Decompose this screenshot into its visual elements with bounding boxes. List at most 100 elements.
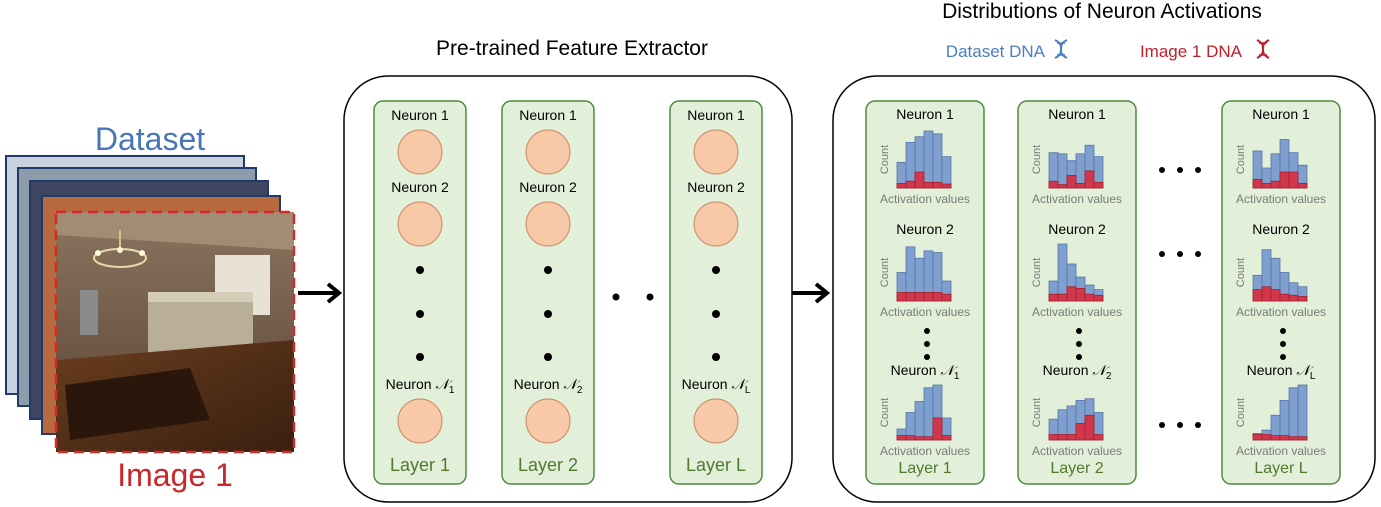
neuron-label: Neuron 2 — [1252, 221, 1310, 237]
image-bar — [1048, 434, 1059, 441]
ellipsis-dot — [1280, 328, 1286, 334]
layer-column — [669, 100, 763, 485]
neuron-label: Neuron 2 — [391, 179, 449, 195]
image-bar — [1288, 436, 1299, 441]
image-bar — [1252, 434, 1263, 441]
image-bar — [1252, 179, 1263, 189]
ellipsis-row-3 — [1159, 422, 1201, 428]
dataset-bar — [1057, 153, 1068, 189]
dataset-bar — [1279, 399, 1290, 441]
arrow-to-extractor — [298, 282, 343, 304]
image-bar — [1270, 435, 1281, 441]
x-axis-label: Activation values — [880, 444, 970, 458]
neuron-label: Neuron 1 — [687, 107, 745, 123]
image-bar — [1084, 293, 1095, 302]
neuron-label: Neuron 2 — [519, 179, 577, 195]
dna-icon — [1054, 39, 1068, 59]
y-axis-label: Count — [1031, 145, 1043, 174]
ellipsis-dot — [544, 310, 552, 318]
layer-label: Layer 1 — [898, 460, 951, 477]
image-bar — [1261, 286, 1272, 302]
image-bar — [923, 436, 934, 441]
image-bar — [1066, 175, 1077, 189]
image-bar — [1279, 171, 1290, 189]
layer-label: Layer 1 — [390, 455, 450, 475]
image-bar — [1252, 289, 1263, 302]
image-bar — [896, 435, 907, 441]
image-bar — [1075, 288, 1086, 302]
layer-ellipsis-dot — [646, 293, 654, 301]
image-1-frame — [54, 210, 296, 454]
distributions-panel: Distributions of Neuron Activations Data… — [832, 0, 1376, 503]
y-axis-label: Count — [1031, 398, 1043, 427]
x-axis-label: Activation values — [1032, 444, 1122, 458]
ellipsis-dot — [416, 266, 424, 274]
y-axis-label: Count — [1031, 258, 1043, 287]
image-bar — [932, 292, 943, 302]
y-axis-label: Count — [1235, 145, 1247, 174]
image-bar — [932, 417, 943, 441]
dataset-label: Dataset — [95, 121, 205, 157]
image-1-photo — [56, 212, 294, 452]
ellipsis-dot — [924, 328, 930, 334]
image-bar — [923, 181, 934, 189]
x-axis-label: Activation values — [880, 192, 970, 206]
image-bar — [1270, 180, 1281, 189]
neuron-label: Neuron 𝒩1 — [891, 362, 960, 382]
image-bar — [1093, 434, 1104, 441]
y-axis-label: Count — [879, 398, 891, 427]
image-bar — [1057, 434, 1068, 441]
image-bar — [896, 292, 907, 302]
x-axis-label: Activation values — [1032, 305, 1122, 319]
neuron-node — [397, 129, 443, 175]
image-bar — [1279, 435, 1290, 441]
layer-ellipsis-dot — [612, 293, 620, 301]
dataset-bar — [923, 387, 934, 441]
dataset-bar — [1057, 243, 1068, 302]
image-bar — [1261, 434, 1272, 441]
image-bar — [1093, 294, 1104, 302]
neuron-label: Neuron 2 — [1048, 221, 1106, 237]
image-bar — [1288, 294, 1299, 302]
neuron-label: Neuron 1 — [1252, 106, 1310, 122]
ellipsis-row-2 — [1159, 251, 1201, 257]
x-axis-label: Activation values — [1236, 192, 1326, 206]
x-axis-label: Activation values — [1236, 305, 1326, 319]
ellipsis-dot — [416, 310, 424, 318]
neuron-node — [525, 398, 571, 444]
image-bar — [923, 292, 934, 302]
ellipsis-dot — [544, 266, 552, 274]
legend-image-dna: Image 1 DNA — [1140, 42, 1243, 61]
feature-extractor: Pre-trained Feature Extractor Neuron 1Ne… — [343, 37, 793, 503]
neuron-label: Neuron 𝒩L — [682, 376, 751, 396]
image-bar — [1048, 293, 1059, 302]
image-bar — [1084, 414, 1095, 441]
ellipsis-dot — [416, 353, 424, 361]
neuron-node — [693, 398, 739, 444]
ellipsis-dot — [1280, 354, 1286, 360]
neuron-node — [693, 201, 739, 247]
neuron-node — [525, 201, 571, 247]
image-bar — [1297, 296, 1308, 302]
extractor-layer-3: Neuron 1 Neuron 2 Neuron 𝒩L Layer L — [669, 100, 763, 485]
neuron-label: Neuron 2 — [687, 179, 745, 195]
image-bar — [905, 292, 916, 302]
image-bar — [1093, 181, 1104, 189]
ellipsis-dot — [924, 341, 930, 347]
neuron-label: Neuron 1 — [519, 107, 577, 123]
layer-label: Layer 2 — [1050, 460, 1103, 477]
image-bar — [914, 292, 925, 302]
image-bar — [1297, 183, 1308, 189]
layer-label: Layer L — [686, 455, 746, 475]
legend-dataset-dna: Dataset DNA — [946, 42, 1046, 61]
image-bar — [905, 180, 916, 189]
